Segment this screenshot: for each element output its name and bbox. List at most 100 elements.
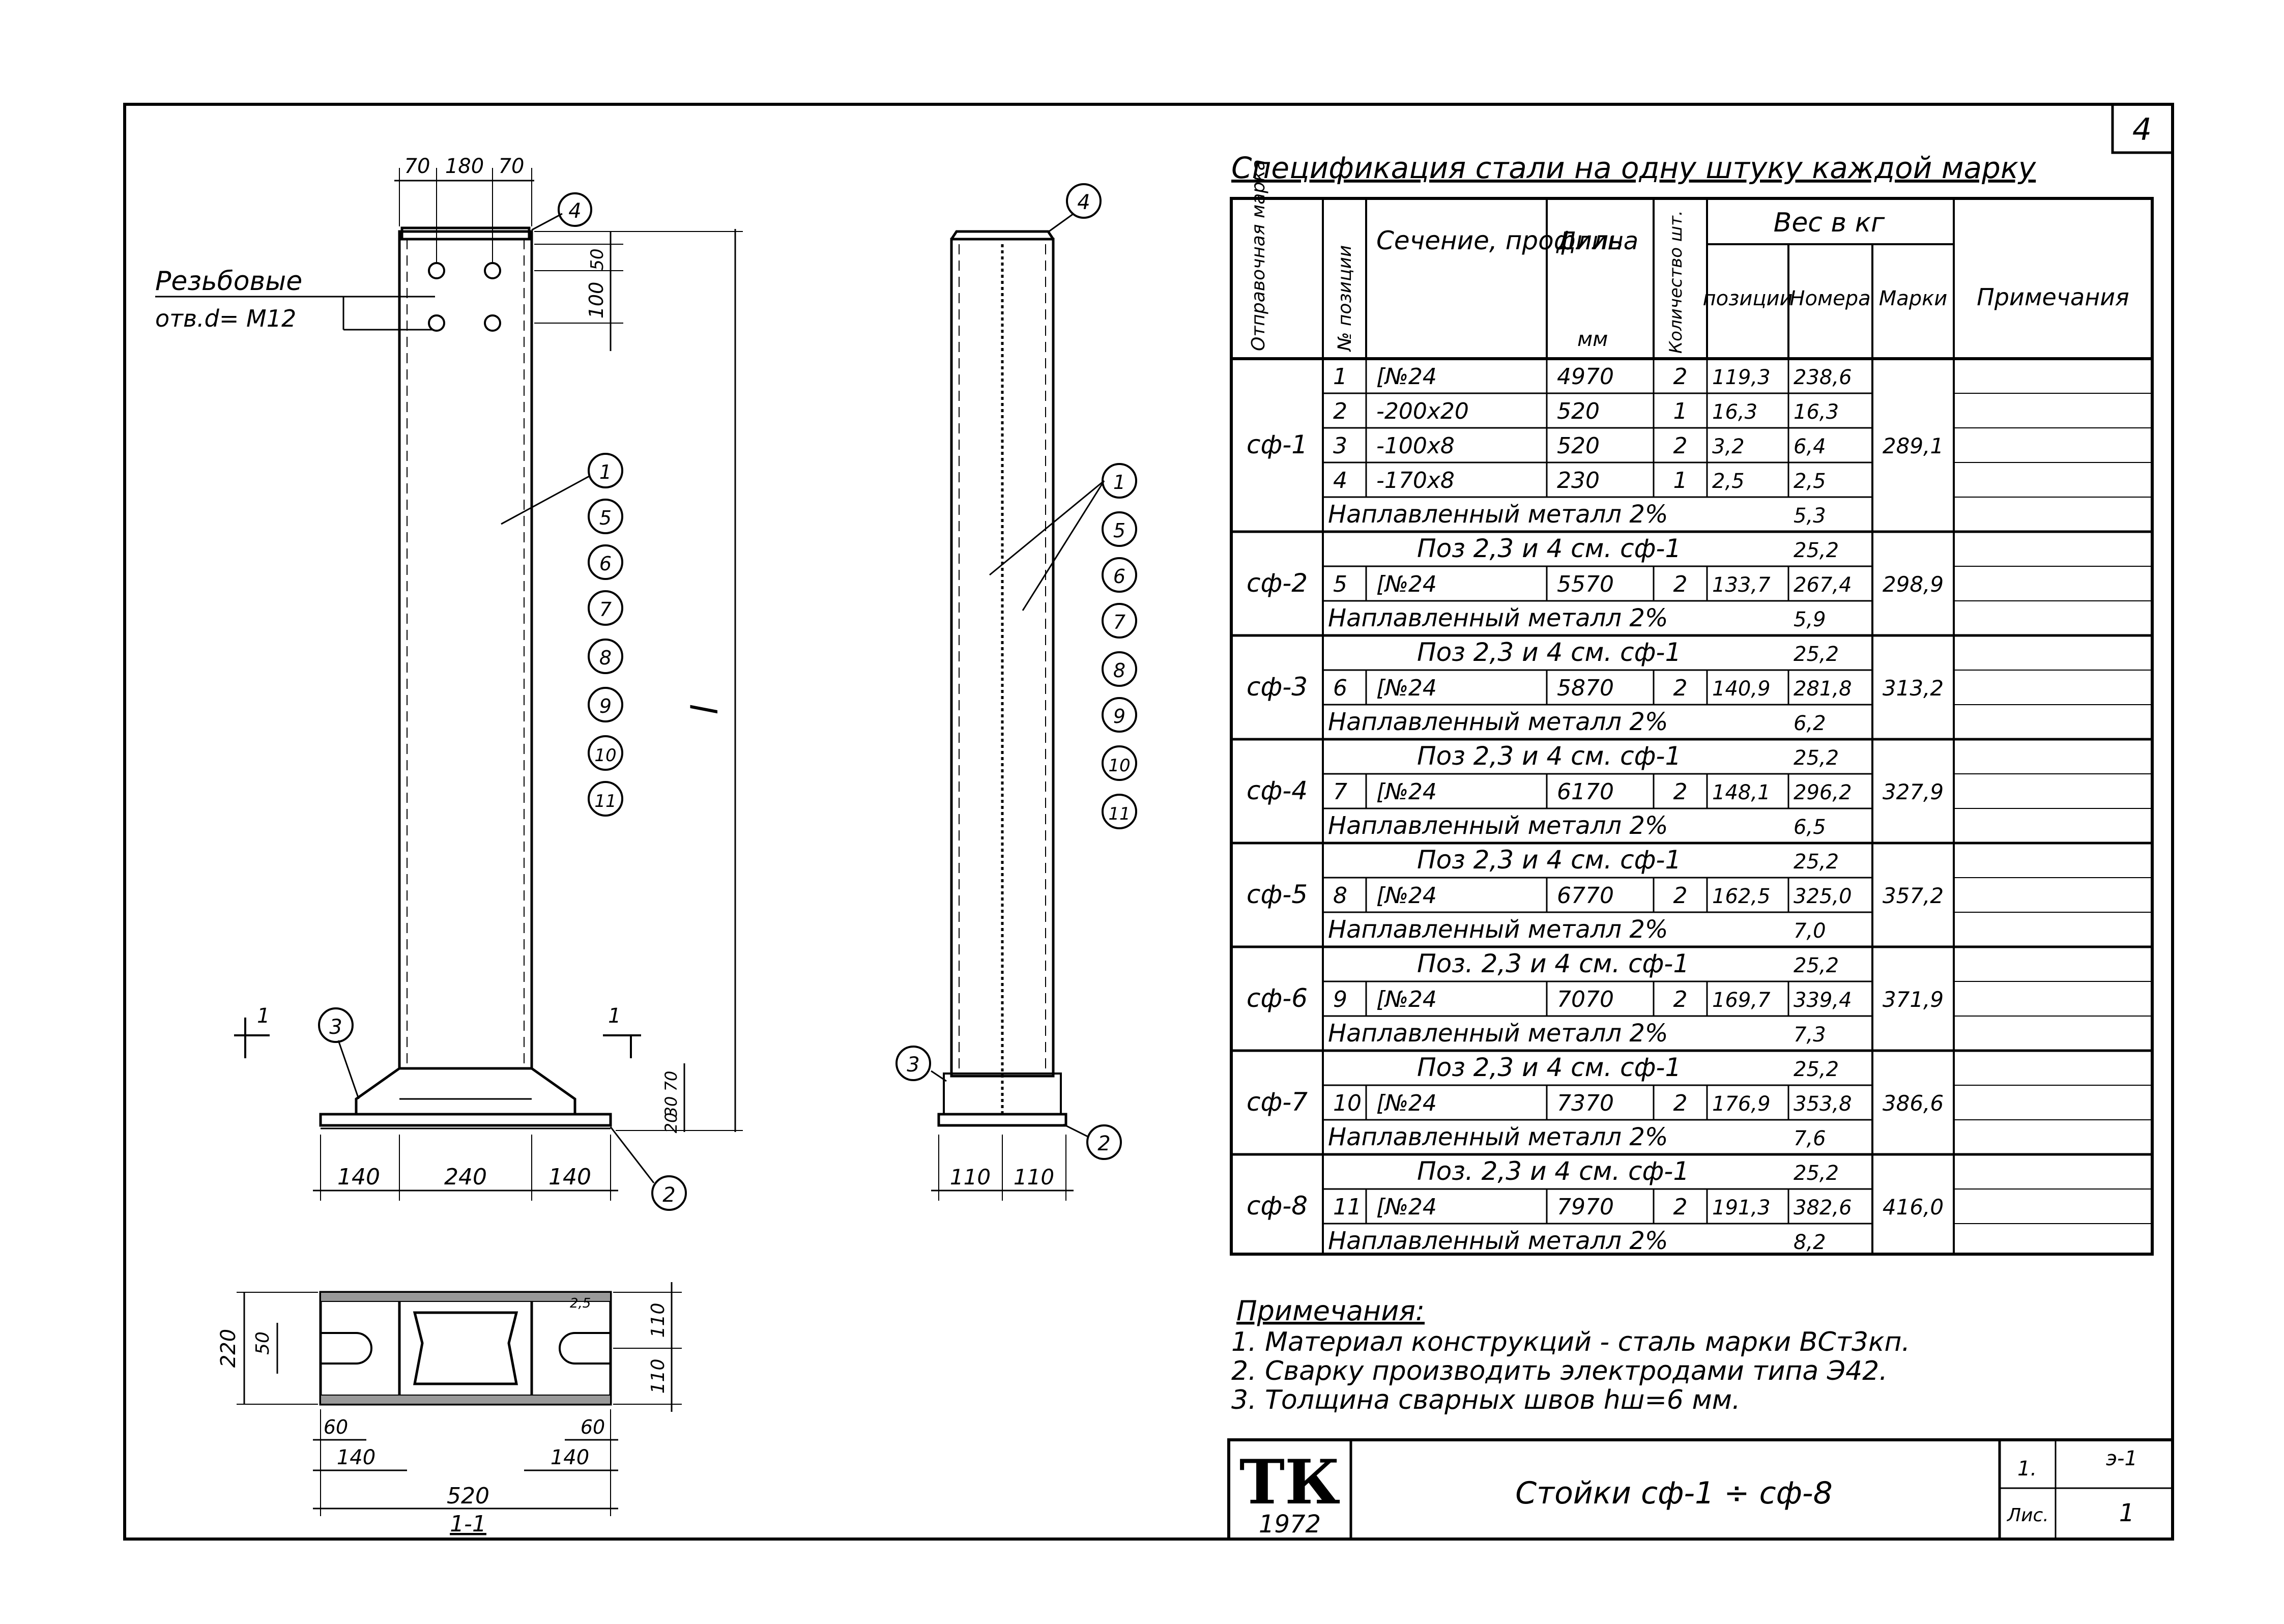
spec-ref-text: Поз 2,3 и 4 см. сф-1	[1417, 534, 1681, 563]
hole-label-1: Резьбовые	[155, 266, 302, 297]
tb-cell-1: 1.	[2017, 1457, 2037, 1481]
svg-text:6: 6	[599, 553, 612, 575]
spec-row-position: 5	[1333, 571, 1347, 597]
spec-row-position: 6	[1333, 675, 1347, 701]
spec-ref-value: 25,2	[1794, 850, 1839, 874]
svg-text:4: 4	[568, 199, 581, 223]
callout-plate-side	[895, 1046, 931, 1081]
svg-text:11: 11	[1108, 804, 1130, 824]
plan-dim-60-b: 60	[581, 1416, 605, 1438]
title-block: ТК 1972 Стойки сф-1 ÷ сф-8 1. э-1 Лис. 1	[1227, 1438, 2174, 1541]
hdr-position: № позиции	[1335, 245, 1355, 352]
callout-base-front	[651, 1175, 687, 1211]
svg-text:2: 2	[662, 1183, 675, 1207]
spec-group-mark: сф-2	[1247, 568, 1308, 598]
plan-dim-110-a: 110	[648, 1303, 669, 1338]
spec-row-weight-pos: 140,9	[1712, 677, 1771, 701]
spec-row-profile: -100x8	[1376, 433, 1455, 459]
plan-weld: 2,5	[570, 1296, 591, 1311]
spec-group-mark: сф-1	[1247, 430, 1308, 459]
plan-dim-50: 50	[252, 1331, 273, 1355]
dim-base-20: 20	[661, 1113, 681, 1134]
spec-row-profile: [№24	[1376, 779, 1437, 805]
svg-text:5: 5	[599, 507, 612, 529]
hdr-mark: Отправочная марка	[1248, 159, 1269, 351]
spec-row-qty: 2	[1673, 883, 1688, 909]
spec-row-profile: -200x20	[1376, 398, 1469, 424]
spec-group-mark: сф-8	[1247, 1191, 1308, 1221]
svg-text:8: 8	[599, 647, 612, 669]
spec-row-length: 4970	[1557, 364, 1614, 390]
spec-group-mark: сф-6	[1247, 983, 1308, 1013]
hole-label-2: отв.d= M12	[155, 305, 296, 332]
spec-row-length: 520	[1557, 433, 1600, 459]
spec-row-qty: 2	[1673, 433, 1688, 459]
spec-group-mark: сф-3	[1247, 672, 1308, 702]
hdr-qty: Количество шт.	[1666, 210, 1686, 354]
plan-slot-left	[321, 1332, 372, 1365]
spec-row-position: 7	[1333, 779, 1347, 805]
svg-text:3: 3	[907, 1053, 919, 1077]
spec-row-position: 2	[1333, 398, 1347, 424]
spec-ref-text: Поз 2,3 и 4 см. сф-1	[1417, 1053, 1681, 1082]
spec-ref-text: Поз. 2,3 и 4 см. сф-1	[1417, 949, 1689, 978]
spec-row-length: 6770	[1557, 883, 1614, 909]
spec-row-qty: 2	[1673, 779, 1688, 805]
spec-group-mark-total: 289,1	[1883, 433, 1944, 458]
svg-text:7: 7	[1113, 611, 1125, 633]
spec-row-length: 7370	[1557, 1090, 1614, 1116]
plan-dim-60-a: 60	[324, 1416, 348, 1438]
callout-top-side	[1066, 183, 1102, 219]
svg-text:9: 9	[599, 695, 612, 717]
page-number-box: 4	[2111, 104, 2173, 154]
spec-row-weight-pos: 148,1	[1712, 781, 1771, 804]
svg-text:1: 1	[1113, 471, 1125, 494]
svg-text:4: 4	[1077, 191, 1090, 214]
spec-weld-text: Наплавленный металл 2%	[1328, 708, 1668, 736]
plan-dim-520: 520	[447, 1483, 489, 1509]
spec-row-position: 1	[1333, 364, 1347, 390]
spec-group-mark-total: 386,6	[1883, 1091, 1944, 1116]
spec-row-profile: [№24	[1376, 675, 1437, 701]
top-plate	[400, 226, 531, 241]
note-1: 1. Материал конструкций - сталь марки ВС…	[1231, 1327, 1910, 1357]
spec-row-profile: [№24	[1376, 571, 1437, 597]
svg-text:9: 9	[1113, 705, 1125, 728]
stiffener-left	[355, 1067, 400, 1114]
spec-ref-value: 25,2	[1794, 1058, 1839, 1081]
spec-row-weight-total: 2,5	[1794, 470, 1826, 493]
spec-group-mark-total: 357,2	[1883, 883, 1944, 908]
spec-ref-text: Поз. 2,3 и 4 см. сф-1	[1417, 1156, 1689, 1186]
stiffener-right	[531, 1067, 576, 1114]
dim-base-30: 30	[661, 1096, 681, 1117]
svg-text:7: 7	[599, 598, 612, 621]
notes-title: Примечания:	[1236, 1295, 1425, 1327]
hdr-section: Сечение, профиль	[1376, 226, 1623, 255]
dim-bottom-3: 140	[548, 1164, 591, 1190]
hdr-length-unit: мм	[1577, 328, 1608, 351]
spec-row-weight-total: 6,4	[1794, 435, 1826, 458]
side-dim-2: 110	[1014, 1165, 1054, 1190]
spec-weld-text: Наплавленный металл 2%	[1328, 811, 1668, 840]
spec-weld-value: 6,5	[1794, 816, 1826, 839]
notes: Примечания: 1. Материал конструкций - ст…	[1231, 1295, 1910, 1415]
hdr-w-mark: Марки	[1879, 287, 1948, 310]
spec-row-weight-pos: 176,9	[1712, 1092, 1771, 1116]
spec-row-qty: 1	[1673, 398, 1688, 424]
spec-row-weight-total: 382,6	[1794, 1196, 1852, 1220]
spec-weld-value: 7,3	[1794, 1023, 1826, 1047]
callout-stack-front: 1 5 6 7 8 9 10 11	[588, 453, 623, 817]
spec-group-mark-total: 416,0	[1883, 1195, 1944, 1220]
spec-row-position: 4	[1333, 468, 1347, 494]
spec-row-weight-total: 296,2	[1794, 781, 1852, 804]
svg-text:1: 1	[257, 1004, 270, 1028]
spec-row-qty: 1	[1673, 468, 1688, 494]
spec-ref-text: Поз 2,3 и 4 см. сф-1	[1417, 845, 1681, 875]
stamp-tk: ТК	[1239, 1446, 1340, 1518]
hdr-notes: Примечания	[1977, 283, 2129, 311]
spec-row-weight-pos: 2,5	[1712, 470, 1745, 493]
spec-row-weight-total: 281,8	[1794, 677, 1852, 701]
plan-base-outline	[319, 1291, 612, 1406]
callout-top-front	[558, 192, 592, 227]
